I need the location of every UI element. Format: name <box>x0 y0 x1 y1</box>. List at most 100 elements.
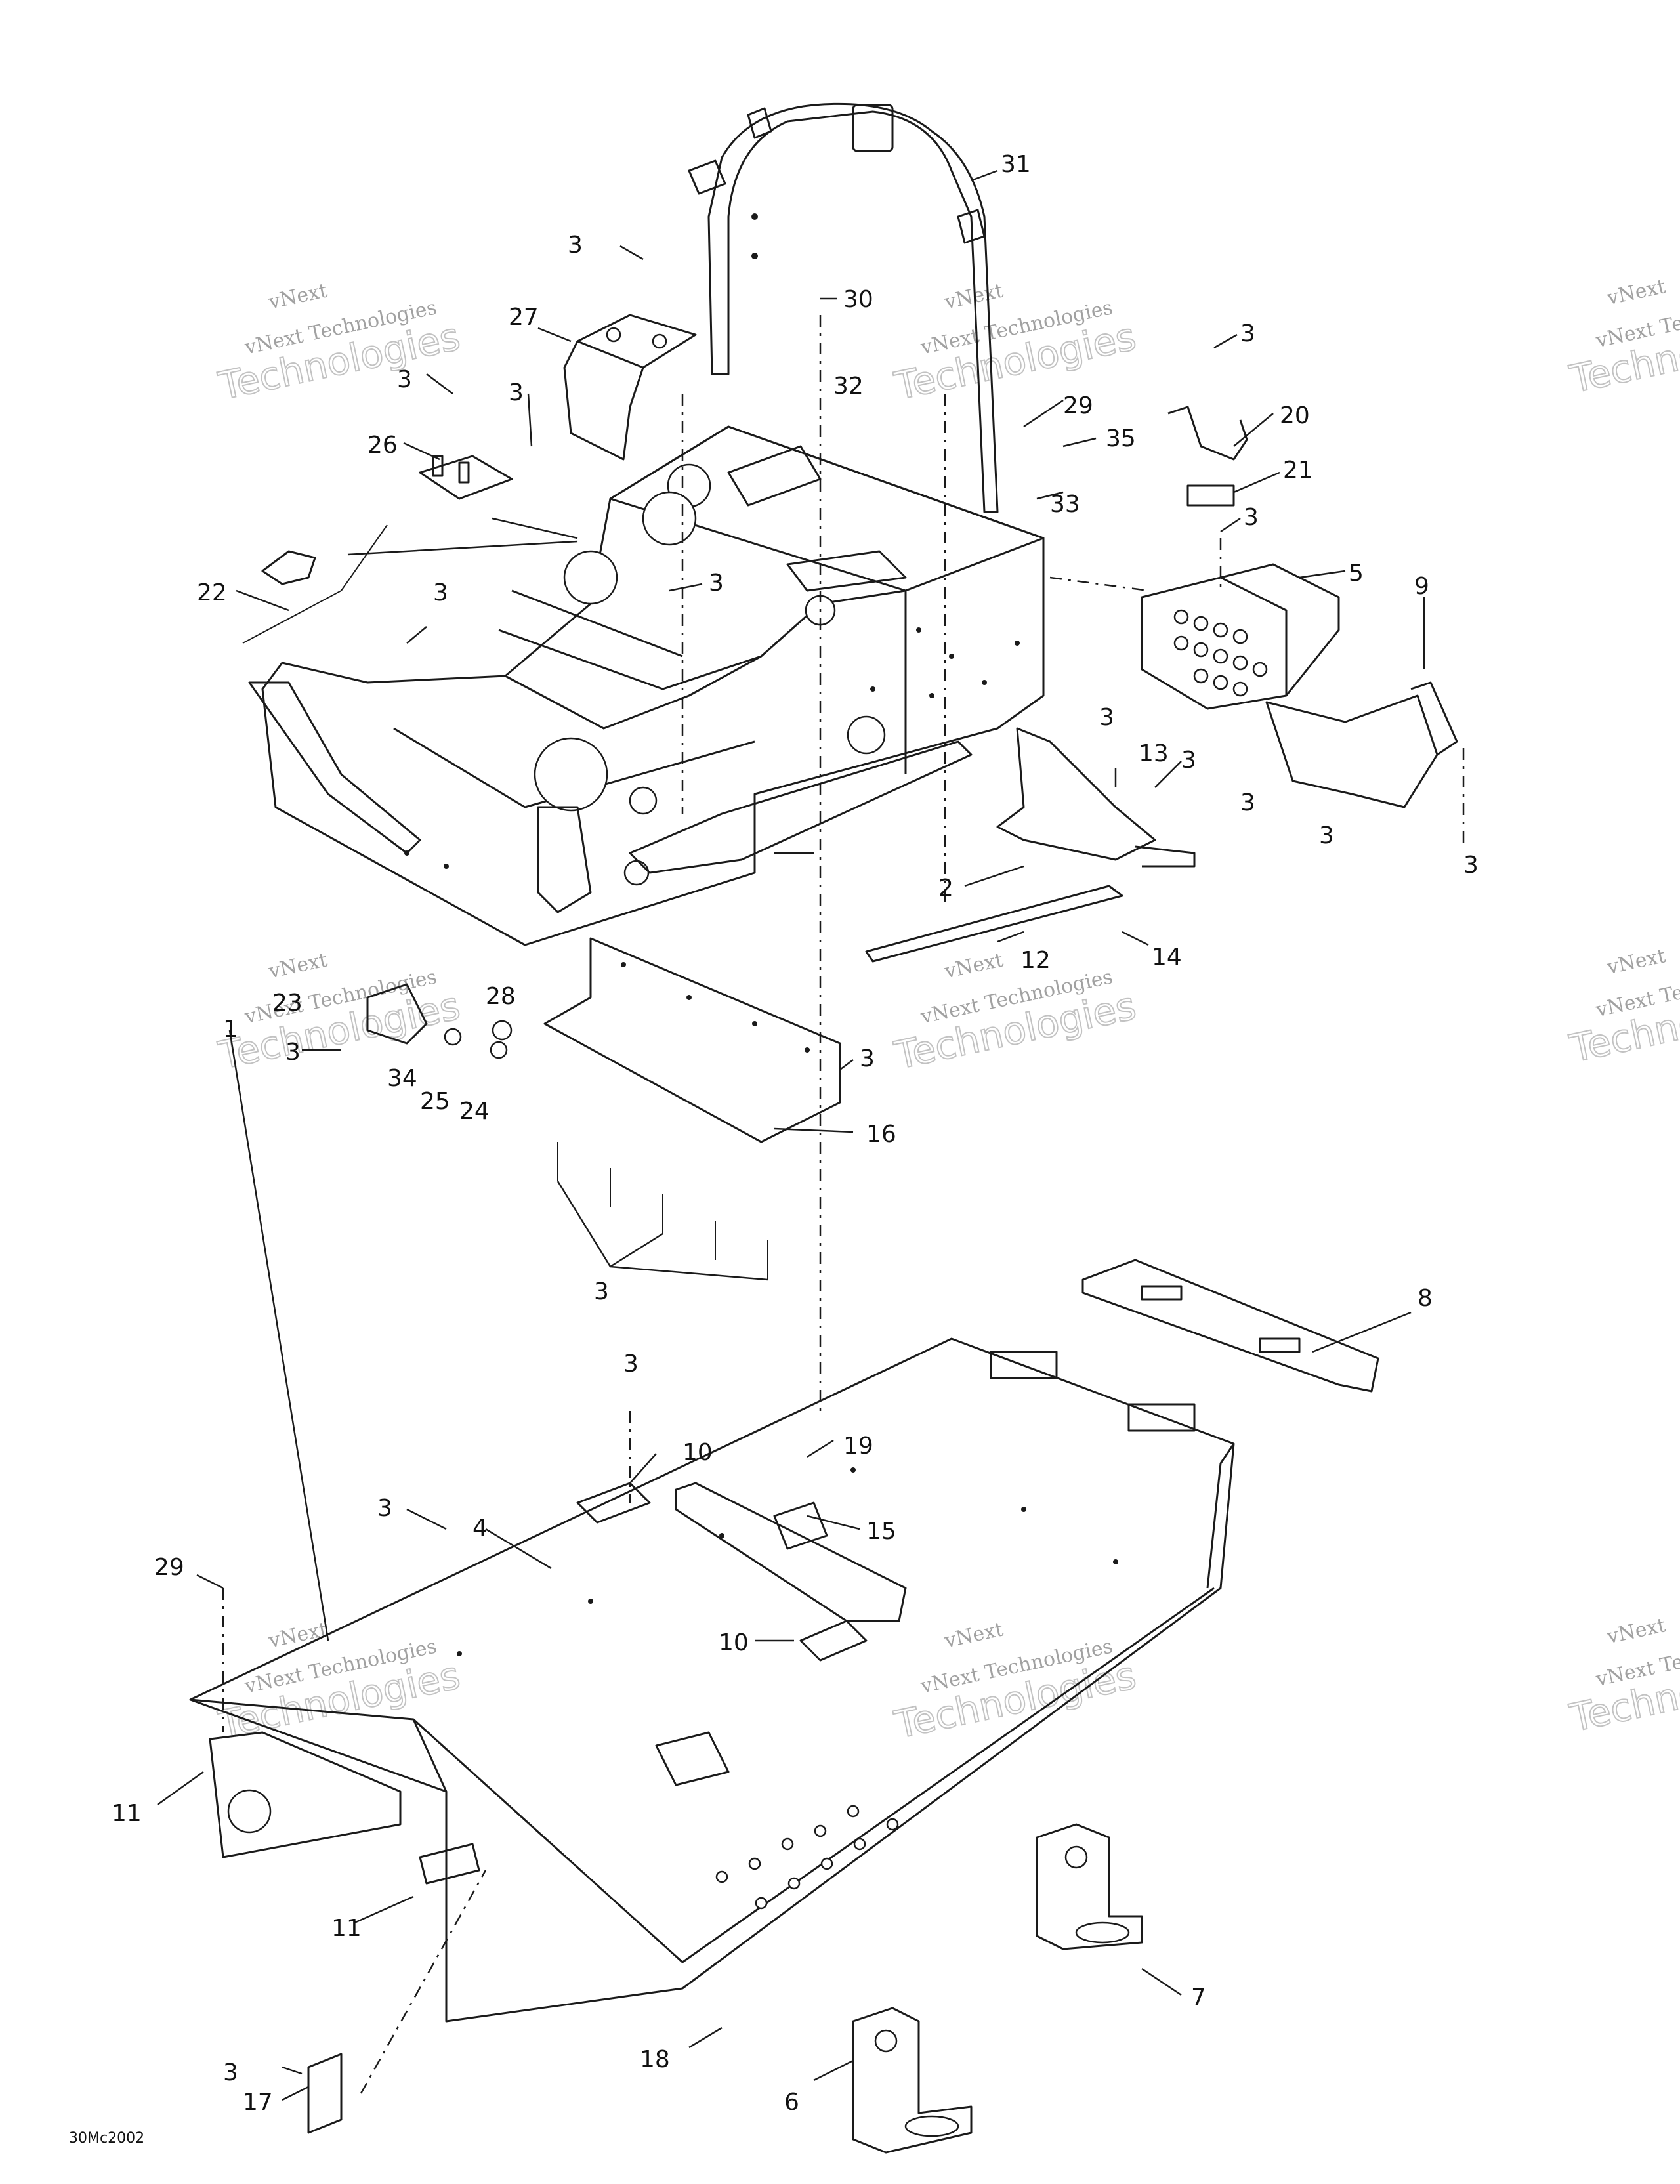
watermark-top-right: Technologies vNext vNext Technologies <box>1565 275 1680 402</box>
callout-9: 9 <box>1414 573 1429 600</box>
callout-11-b: 11 <box>331 1915 362 1942</box>
bracket-7 <box>1036 1823 1143 1950</box>
watermark-low-right: Technologies vNext vNext Technologies <box>1565 1614 1680 1741</box>
callout-8: 8 <box>1418 1285 1433 1312</box>
callout-18: 18 <box>640 2046 670 2073</box>
callout-14: 14 <box>1152 944 1182 971</box>
watermark-mid-right: Technologies vNext vNext Technologies <box>1565 944 1680 1072</box>
callout-1: 1 <box>223 1016 238 1043</box>
callout-3-a: 3 <box>568 232 583 259</box>
callout-3-n: 3 <box>860 1045 875 1072</box>
callout-27: 27 <box>509 304 539 331</box>
svg-text:vNext: vNext <box>266 279 329 314</box>
callout-3-i: 3 <box>1181 747 1196 774</box>
callout-32: 32 <box>833 373 864 400</box>
leader-lines <box>157 169 1425 2101</box>
watermark-top-left: Technologies vNext vNext Technologies <box>214 279 465 409</box>
callout-19: 19 <box>843 1433 873 1460</box>
callout-12: 12 <box>1020 947 1051 974</box>
mount-10-lower <box>799 1620 868 1662</box>
callout-20: 20 <box>1280 402 1310 429</box>
svg-text:vNext: vNext <box>942 1618 1005 1652</box>
tunnel-perforations <box>715 1805 899 1910</box>
cross-brace-15 <box>675 1482 907 1622</box>
rod-12 <box>865 885 1124 963</box>
callout-3-l: 3 <box>1463 852 1479 879</box>
callout-3-m: 3 <box>285 1039 301 1066</box>
callout-16: 16 <box>866 1121 896 1148</box>
side-plate-11 <box>209 1731 402 1858</box>
steering-arm-13 <box>996 727 1196 868</box>
watermark-layer: Technologies vNext vNext Technologies Te… <box>214 275 1680 1748</box>
bracket-20-21 <box>1167 406 1248 507</box>
svg-text:vNext: vNext <box>1605 944 1668 979</box>
seat-bracket-27 <box>563 314 697 461</box>
callout-34: 34 <box>387 1065 417 1092</box>
callout-11-a: 11 <box>112 1800 142 1827</box>
callout-3-q: 3 <box>377 1495 392 1522</box>
callout-29: 29 <box>154 1554 184 1581</box>
watermark-low-center: Technologies vNext vNext Technologies <box>890 1618 1141 1748</box>
watermark-mid-center: Technologies vNext vNext Technologies <box>890 948 1141 1078</box>
rivet-cluster <box>557 1142 768 1280</box>
svg-text:vNext: vNext <box>942 948 1005 983</box>
hinge-23 <box>366 983 513 1059</box>
callout-3-d: 3 <box>1240 320 1255 347</box>
callout-3-k: 3 <box>1319 822 1334 849</box>
assembly-lines <box>222 315 1465 2094</box>
callout-6: 6 <box>784 2089 799 2116</box>
callout-3-r: 3 <box>223 2059 238 2086</box>
shield-plate-16 <box>543 937 841 1143</box>
callout-22: 22 <box>197 579 227 606</box>
callout-3-e: 3 <box>1244 504 1259 531</box>
callout-21: 21 <box>1283 457 1313 484</box>
callout-labels: 31 30 3 27 3 3 26 32 29 35 33 3 20 21 3 … <box>112 151 1479 2116</box>
callout-31: 31 <box>1001 151 1031 178</box>
mount-plate-26 <box>419 455 513 500</box>
callout-3-f: 3 <box>433 579 448 606</box>
footrest-5 <box>1141 563 1340 710</box>
svg-text:vNext: vNext <box>266 948 329 983</box>
callout-3-o: 3 <box>594 1278 609 1305</box>
rear-plate-8 <box>1082 1259 1379 1393</box>
callout-28: 28 <box>486 983 516 1010</box>
drawing-code: 30Mc2002 <box>69 2130 144 2147</box>
tunnel-4 <box>189 1337 1235 2023</box>
mount-10-upper <box>576 1482 651 1524</box>
callout-3-h: 3 <box>1099 704 1114 731</box>
callout-3-p: 3 <box>623 1351 639 1377</box>
watermark-low-left: Technologies vNext vNext Technologies <box>214 1618 465 1748</box>
clip-22 <box>242 524 388 644</box>
callout-30: 30 <box>843 286 873 313</box>
callout-5: 5 <box>1349 560 1364 587</box>
watermark-top-center: Technologies vNext vNext Technologies <box>890 279 1141 409</box>
callout-3-b: 3 <box>397 366 412 393</box>
callout-29-top: 29 <box>1063 392 1093 419</box>
steering-handle-loop <box>688 102 999 513</box>
svg-text:vNext: vNext <box>1605 1614 1668 1648</box>
bracket-9 <box>1265 681 1458 808</box>
bracket-17 <box>307 2053 343 2134</box>
callout-17: 17 <box>243 2089 273 2116</box>
bracket-6 <box>852 2007 973 2154</box>
callout-2: 2 <box>938 875 954 902</box>
callout-3-g: 3 <box>709 570 724 597</box>
callout-33: 33 <box>1050 491 1080 518</box>
callout-3-c: 3 <box>509 379 524 406</box>
callout-15: 15 <box>866 1518 896 1545</box>
watermark-mid-left: Technologies vNext vNext Technologies <box>214 948 465 1078</box>
callout-10-a: 10 <box>682 1439 713 1466</box>
footrest-holes <box>1173 609 1268 697</box>
callout-7: 7 <box>1191 1984 1206 2011</box>
svg-text:vNext: vNext <box>266 1618 329 1652</box>
callout-25: 25 <box>420 1088 450 1115</box>
callout-3-j: 3 <box>1240 789 1255 816</box>
callout-13: 13 <box>1139 740 1169 767</box>
callout-10-b: 10 <box>719 1629 749 1656</box>
callout-35: 35 <box>1106 425 1136 452</box>
side-plate-11b <box>419 1843 480 1885</box>
callout-23: 23 <box>272 990 303 1017</box>
callout-4: 4 <box>472 1515 488 1542</box>
svg-text:vNext: vNext <box>1605 275 1668 310</box>
